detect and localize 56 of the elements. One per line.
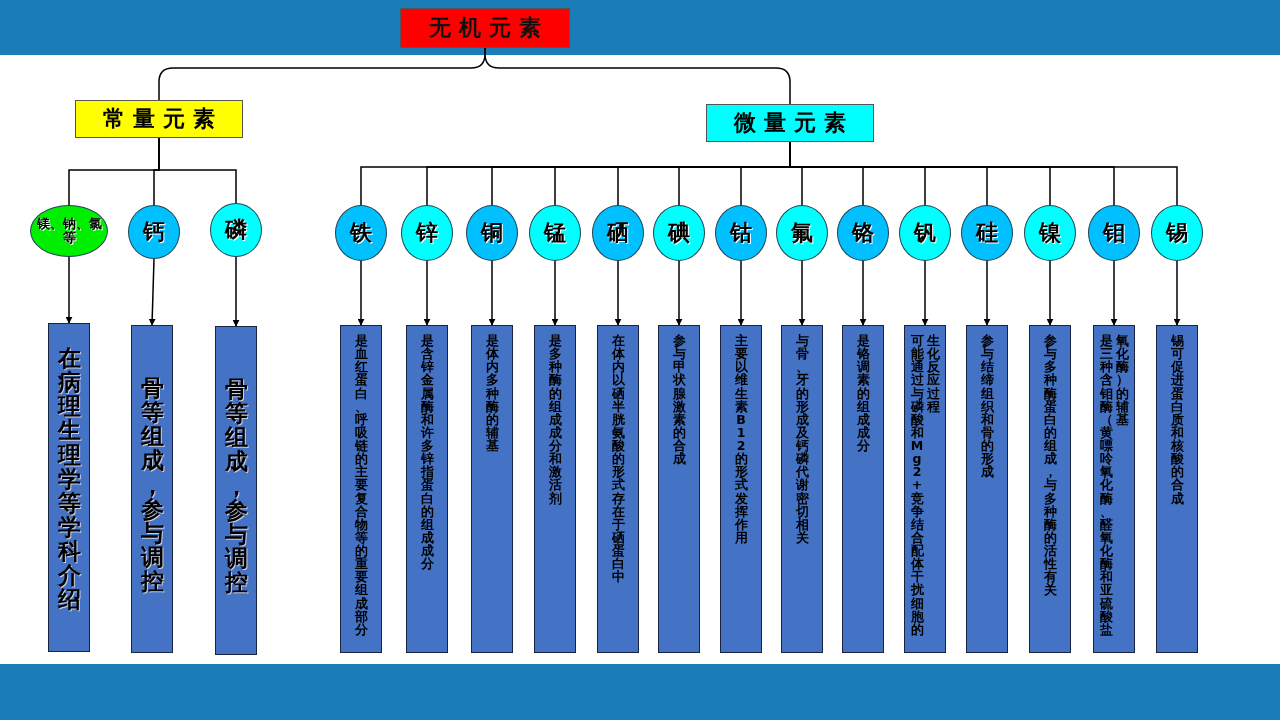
arrow xyxy=(1173,260,1181,326)
arrow xyxy=(675,260,683,326)
element-circle: 硅 xyxy=(961,205,1013,261)
description-box: 与骨、牙的形成及钙磷代谢密切相关 xyxy=(781,325,823,653)
arrow xyxy=(423,260,431,326)
description-box: 是多种酶的组成成分和激活剂 xyxy=(534,325,576,653)
title-box: 无机元素 xyxy=(400,8,570,48)
brace-line xyxy=(484,47,791,105)
arrow xyxy=(551,260,559,326)
arrow xyxy=(65,256,73,324)
element-circle: 碘 xyxy=(653,205,705,261)
element-circle: 钒 xyxy=(899,205,951,261)
arrow xyxy=(488,260,496,326)
description-box: 是铬调素的组成成分 xyxy=(842,325,884,653)
arrow xyxy=(859,260,867,326)
description-box: 是血红蛋白、呼吸链的主要复合物等的重要组成部分 xyxy=(340,325,382,653)
element-circle: 锰 xyxy=(529,205,581,261)
element-circle: 铜 xyxy=(466,205,518,261)
category-box: 微量元素 xyxy=(706,104,874,142)
description-box: 参与多种酶蛋白的组成，与多种酶的活性有关 xyxy=(1029,325,1071,653)
element-circle: 锌 xyxy=(401,205,453,261)
connector-line xyxy=(158,137,237,204)
description-box: 在体内以硒半胱氨酸的形式存在于硒蛋白中 xyxy=(597,325,639,653)
arrow xyxy=(798,260,806,326)
arrow xyxy=(983,260,991,326)
description-box: 在病理生理学等学科介绍 xyxy=(48,323,90,652)
arrow xyxy=(1110,260,1118,326)
element-circle: 镍 xyxy=(1024,205,1076,261)
description-box: 是三种含钼酶（黄嘌呤氧化酶、醛氧化酶和亚硫酸盐氧化酶）的辅基 xyxy=(1093,325,1135,653)
element-circle: 铁 xyxy=(335,205,387,261)
element-circle: 钴 xyxy=(715,205,767,261)
element-circle: 钼 xyxy=(1088,205,1140,261)
description-box: 参与甲状腺激素的合成 xyxy=(658,325,700,653)
element-circle: 镁、钠、氯等 xyxy=(30,205,108,257)
element-circle: 锡 xyxy=(1151,205,1203,261)
description-box: 是体内多种酶的辅基 xyxy=(471,325,513,653)
arrow xyxy=(148,258,156,326)
description-box: 骨等组成，参与调控 xyxy=(131,325,173,653)
element-circle: 氟 xyxy=(776,205,828,261)
arrow xyxy=(232,256,240,327)
description-box: 可能通过与磷酸和Mg2+竞争结合配体干扰细胞的生化反应过程 xyxy=(904,325,946,653)
description-box: 锡可促进蛋白质和核酸的合成 xyxy=(1156,325,1198,653)
category-box: 常量元素 xyxy=(75,100,243,138)
element-circle: 磷 xyxy=(210,203,262,257)
description-box: 是含锌金属酶和许多锌指蛋白的组成成分 xyxy=(406,325,448,653)
description-box: 参与结缔组织和骨的形成 xyxy=(966,325,1008,653)
description-box: 骨等组成，参与调控 xyxy=(215,326,257,655)
arrow xyxy=(357,260,365,326)
element-circle: 铬 xyxy=(837,205,889,261)
arrow xyxy=(737,260,745,326)
arrow xyxy=(614,260,622,326)
element-circle: 硒 xyxy=(592,205,644,261)
element-circle: 钙 xyxy=(128,205,180,259)
arrow xyxy=(921,260,929,326)
arrow xyxy=(1046,260,1054,326)
description-box: 主要以维生素B12的形式发挥作用 xyxy=(720,325,762,653)
